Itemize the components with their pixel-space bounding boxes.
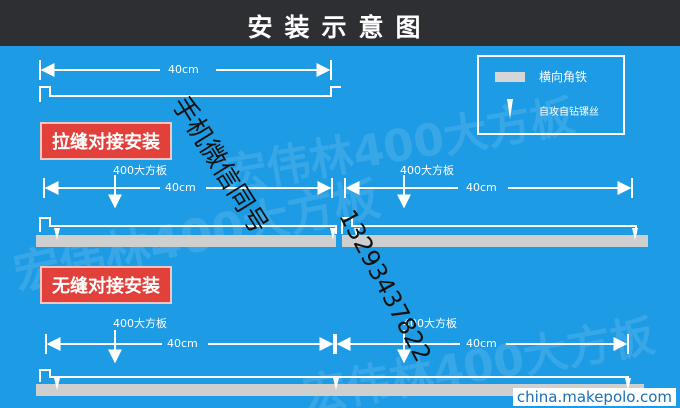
dimension-label: 40cm xyxy=(165,181,196,194)
seam-dimensions xyxy=(43,175,633,209)
section-label-seam: 拉缝对接安装 xyxy=(40,122,172,160)
screw-icon xyxy=(354,228,360,240)
screw-icon xyxy=(632,228,638,240)
page-title: 安装示意图 xyxy=(247,13,433,42)
screw-icon xyxy=(54,228,60,240)
screw-icon xyxy=(54,378,60,390)
board-label: 400大方板 xyxy=(400,164,454,177)
seam-panels xyxy=(36,217,648,247)
seam-rail-left xyxy=(36,235,336,247)
screw-icon xyxy=(625,378,631,390)
seamless-panels xyxy=(36,369,644,396)
section-label-seamless: 无缝对接安装 xyxy=(40,266,172,304)
dimension-label: 40cm xyxy=(167,337,198,350)
legend-box: 横向角铁 自攻自钻镙丝 xyxy=(477,55,625,135)
dimension-label: 40cm xyxy=(466,337,497,350)
legend-angle-iron-label: 横向角铁 xyxy=(539,70,588,84)
legend-screw-label: 自攻自钻镙丝 xyxy=(539,107,599,118)
dimension-label: 40cm xyxy=(168,63,199,76)
seam-rail-right xyxy=(342,235,648,247)
board-label: 400大方板 xyxy=(113,164,167,177)
site-watermark: china.makepolo.com xyxy=(512,388,676,406)
title-bar xyxy=(0,0,680,46)
board-label: 400大方板 xyxy=(403,317,457,330)
screw-icon xyxy=(330,228,336,240)
board-label: 400大方板 xyxy=(113,317,167,330)
seamless-dimensions xyxy=(45,330,629,364)
top-panel xyxy=(39,60,341,102)
screw-icon xyxy=(507,99,513,119)
seamless-rail xyxy=(36,384,644,396)
screw-icon xyxy=(333,378,339,390)
angle-iron-swatch xyxy=(495,72,525,82)
dimension-label: 40cm xyxy=(466,181,497,194)
